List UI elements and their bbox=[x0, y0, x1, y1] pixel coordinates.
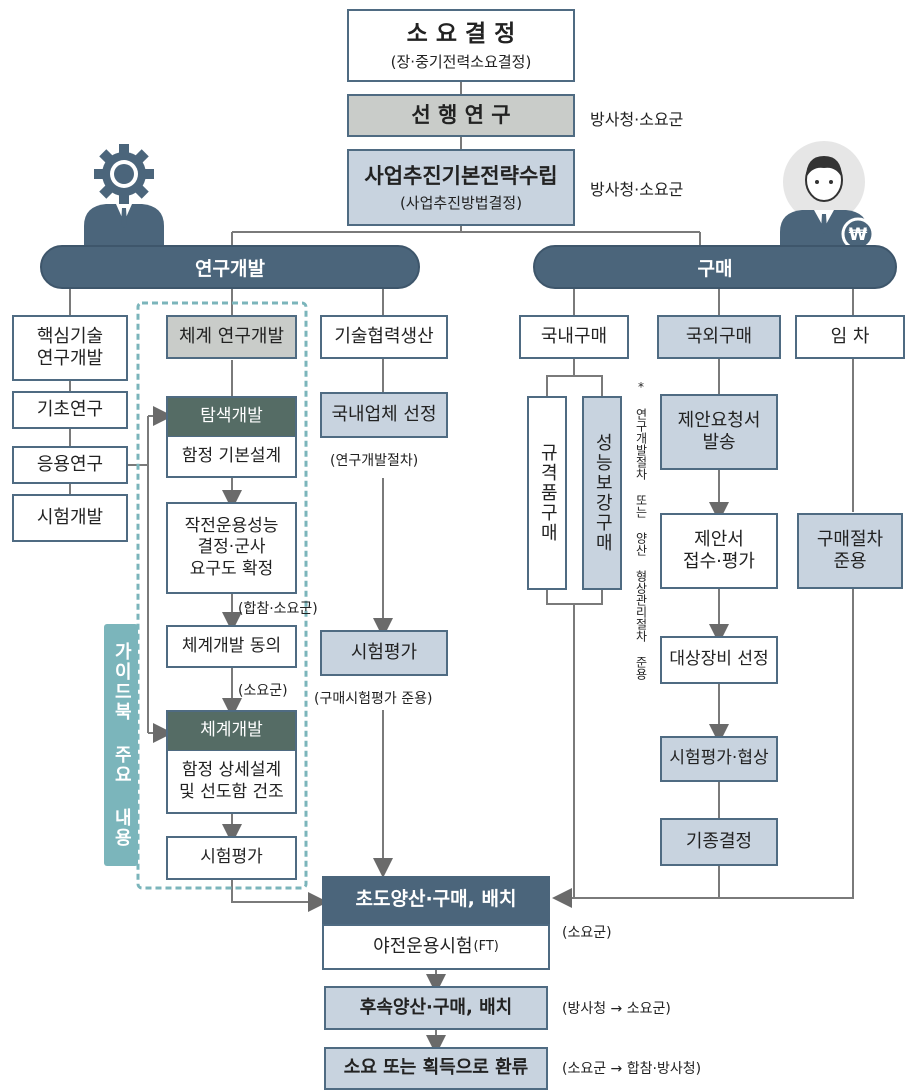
feedback-box: 소요 또는 획득으로 환류 bbox=[324, 1047, 548, 1090]
service-note: (소요군) bbox=[238, 683, 288, 699]
follow-on-note: (방사청 → 소요군) bbox=[562, 1001, 671, 1017]
system-dev-body: 함정 상세설계 및 선도함 건조 bbox=[166, 750, 297, 814]
requirement-subtitle: (장·중기전력소요결정) bbox=[390, 52, 532, 71]
domestic-purchase-box: 국내구매 bbox=[519, 315, 629, 359]
coop-test-eval-box: 시험평가 bbox=[320, 630, 448, 676]
basic-research-box: 기초연구 bbox=[12, 391, 128, 429]
rd-banner: 연구개발 bbox=[40, 245, 420, 289]
purchase-banner: 구매 bbox=[533, 245, 897, 289]
tech-coop-production-box: 기술협력생산 bbox=[320, 315, 448, 359]
field-test-abbr: (FT) bbox=[473, 938, 499, 954]
performance-upgrade-purchase-box: 성능보강구매 bbox=[582, 396, 622, 590]
field-test-box: 야전운용시험(FT) bbox=[322, 924, 550, 970]
exploratory-dev-header: 탐색개발 bbox=[166, 396, 297, 436]
rd-test-eval-box: 시험평가 bbox=[166, 836, 297, 880]
core-tech-rd-box: 핵심기술 연구개발 bbox=[12, 315, 128, 381]
model-decision-box: 기종결정 bbox=[660, 818, 778, 866]
follow-on-production-box: 후속양산·구매, 배치 bbox=[324, 986, 548, 1030]
rfp-dispatch-box: 제안요청서 발송 bbox=[660, 394, 778, 470]
requirement-decision-box: 소 요 결 정 (장·중기전력소요결정) bbox=[347, 9, 575, 82]
system-rd-box: 체계 연구개발 bbox=[166, 315, 297, 359]
foreign-purchase-box: 국외구매 bbox=[657, 315, 781, 359]
system-dev-header: 체계개발 bbox=[166, 710, 297, 750]
system-dev-agreement-box: 체계개발 동의 bbox=[166, 625, 297, 668]
feedback-note: (소요군 → 합참·방사청) bbox=[562, 1061, 702, 1077]
proposal-evaluation-box: 제안서 접수·평가 bbox=[660, 513, 778, 589]
gear-person-icon bbox=[76, 142, 172, 246]
lease-box: 임 차 bbox=[795, 315, 905, 359]
guidebook-label: 가이드북 주요 내용 bbox=[104, 624, 138, 866]
standard-goods-purchase-box: 규격품구매 bbox=[527, 396, 567, 590]
prior-study-note: 방사청·소요군 bbox=[590, 110, 684, 129]
applied-research-box: 응용연구 bbox=[12, 446, 128, 484]
strategy-note: 방사청·소요군 bbox=[590, 180, 684, 199]
strategy-box: 사업추진기본전략수립 (사업추진방법결정) bbox=[347, 149, 575, 226]
person-won-icon: ₩ bbox=[770, 140, 882, 251]
svg-text:₩: ₩ bbox=[849, 225, 868, 245]
test-development-box: 시험개발 bbox=[12, 494, 128, 542]
requirement-title: 소 요 결 정 bbox=[406, 20, 516, 47]
field-test-note: (소요군) bbox=[562, 925, 612, 941]
strategy-title: 사업추진기본전략수립 bbox=[364, 163, 558, 188]
field-test-label: 야전운용시험 bbox=[373, 935, 473, 957]
rd-procedure-note: (연구개발절차) bbox=[330, 453, 419, 469]
ops-requirement-box: 작전운용성능 결정·군사 요구도 확정 bbox=[166, 502, 297, 594]
purchase-procedure-apply-box: 구매절차 준용 bbox=[797, 513, 903, 589]
exploratory-dev-body: 함정 기본설계 bbox=[166, 436, 297, 478]
strategy-subtitle: (사업추진방법결정) bbox=[399, 193, 523, 212]
target-equipment-select-box: 대상장비 선정 bbox=[660, 636, 778, 684]
procedure-footnote: * 연구개발절차 또는 양산 형상관리절차 준용 bbox=[634, 380, 648, 680]
prior-study-box: 선 행 연 구 bbox=[347, 94, 575, 137]
jcs-note: (합참·소요군) bbox=[238, 601, 318, 617]
initial-production-box: 초도양산·구매, 배치 bbox=[322, 876, 550, 924]
test-negotiation-box: 시험평가·협상 bbox=[660, 736, 778, 782]
purchase-test-note: (구매시험평가 준용) bbox=[314, 691, 433, 707]
domestic-contractor-select-box: 국내업체 선정 bbox=[320, 392, 448, 438]
